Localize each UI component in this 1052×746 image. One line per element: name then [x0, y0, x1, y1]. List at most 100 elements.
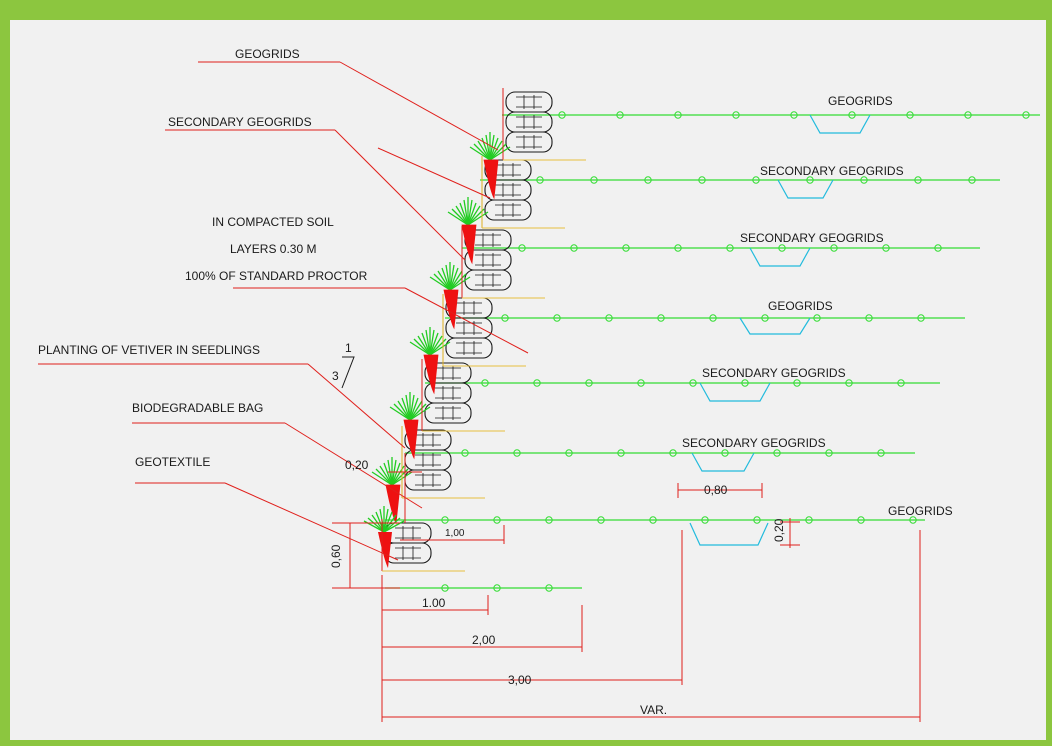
geogrid-node [830, 244, 838, 252]
geogrid-node [1022, 111, 1030, 119]
facing-lines [381, 88, 586, 572]
geogrid-node [565, 449, 573, 457]
geogrid-node [644, 176, 652, 184]
geogrid-node [616, 111, 624, 119]
label-geogrids: GEOGRIDS [235, 47, 300, 61]
layer6-label: SECONDARY GEOGRIDS [682, 436, 826, 450]
geogrid-node [669, 449, 677, 457]
geogrid-node [897, 379, 905, 387]
dim-gap-text: 0,20 [345, 458, 369, 472]
geogrid-node [597, 516, 605, 524]
vetiver-leaf [383, 517, 401, 533]
biodegradable-bag [464, 269, 512, 291]
geogrid-node [790, 111, 798, 119]
vetiver-leaf [409, 397, 419, 421]
biodegradable-bag [424, 402, 472, 424]
vetiver-leaf [375, 468, 393, 486]
dim-height-text: 0,60 [329, 544, 343, 568]
vetiver-leaf [429, 332, 439, 356]
vetiver-leaf [383, 508, 389, 533]
slope-triangle [341, 356, 355, 389]
geogrid-node [917, 314, 925, 322]
dim-trench-d-text: 0,20 [772, 518, 786, 542]
trench-6 [691, 452, 755, 472]
geogrid-layers [385, 111, 1040, 592]
geogrid-node [806, 176, 814, 184]
vetiver-leaf [401, 397, 411, 421]
dim-var-text: VAR. [640, 703, 667, 717]
leader-lines [38, 61, 529, 561]
leader-bag-diag [284, 422, 423, 509]
vetiver-root [443, 289, 459, 330]
vetiver-leaf [477, 140, 491, 161]
layer5-label: SECONDARY GEOGRIDS [702, 366, 846, 380]
vetiver-leaf [467, 202, 477, 226]
vetiver-leaf [391, 462, 401, 486]
vetiver-plants [363, 132, 511, 568]
label-vetiver: PLANTING OF VETIVER IN SEEDLINGS [38, 343, 260, 357]
geogrid-node [964, 111, 972, 119]
vetiver-leaf [379, 465, 393, 486]
layer4-label: GEOGRIDS [768, 299, 833, 313]
trench-1 [809, 114, 871, 134]
label-compacted-2: LAYERS 0.30 M [230, 242, 316, 256]
biodegradable-bag [404, 469, 452, 491]
vetiver-leaf [447, 211, 469, 226]
trench-7 [689, 522, 769, 546]
dim-trench-w-text: 0,80 [704, 483, 728, 497]
vetiver-leaf [449, 270, 463, 291]
geogrid-node [585, 379, 593, 387]
geogrid-node [721, 449, 729, 457]
vetiver-leaf [393, 403, 411, 421]
vetiver-leaf [489, 140, 503, 161]
geogrid-node [657, 314, 665, 322]
vetiver-leaf [429, 329, 435, 356]
geogrid-node [906, 111, 914, 119]
vetiver-root [461, 224, 477, 265]
geogrid-node [698, 176, 706, 184]
geogrid-node [461, 449, 469, 457]
vetiver-leaf [413, 338, 431, 356]
vetiver-leaf [421, 332, 431, 356]
vetiver-leaf [383, 511, 393, 533]
geogrid-node [493, 516, 501, 524]
geogrid-node [726, 244, 734, 252]
vetiver-leaf [405, 394, 411, 421]
diagram-panel: GEOGRIDS SECONDARY GEOGRIDS IN COMPACTED… [10, 20, 1046, 740]
geogrid-node [845, 379, 853, 387]
geogrid-node [805, 516, 813, 524]
vetiver-leaf [383, 462, 393, 486]
label-compacted-1: IN COMPACTED SOIL [212, 215, 334, 229]
geogrid-node [701, 516, 709, 524]
geogrid-node [825, 449, 833, 457]
trench-5 [699, 382, 771, 402]
geogrid-node [914, 176, 922, 184]
vetiver-leaf [425, 329, 431, 356]
geogrid-node [860, 176, 868, 184]
geogrid-node [909, 516, 917, 524]
geogrid-node [493, 584, 501, 592]
geogrid-node [481, 379, 489, 387]
dim-span1-text: 1.00 [422, 596, 446, 610]
slope-run: 3 [332, 369, 339, 383]
geogrid-node [533, 379, 541, 387]
geogrid-node [793, 379, 801, 387]
vetiver-leaf [449, 276, 471, 291]
vetiver-root [483, 159, 499, 200]
geogrid-node [605, 314, 613, 322]
geogrid-node [518, 244, 526, 252]
vetiver-leaf [429, 335, 443, 356]
geogrid-node [501, 314, 509, 322]
geogrid-node [848, 111, 856, 119]
leader-vetiver-diag [307, 363, 406, 449]
biodegradable-bag [484, 199, 532, 221]
vetiver-leaf [409, 406, 431, 421]
vetiver-leaf [409, 341, 431, 356]
geogrid-node [857, 516, 865, 524]
label-bag: BIODEGRADABLE BAG [132, 401, 263, 415]
leader-geotextile-diag [224, 482, 399, 561]
slope-rise: 1 [345, 341, 352, 355]
geogrid-node [513, 449, 521, 457]
vetiver-leaf [473, 143, 491, 161]
